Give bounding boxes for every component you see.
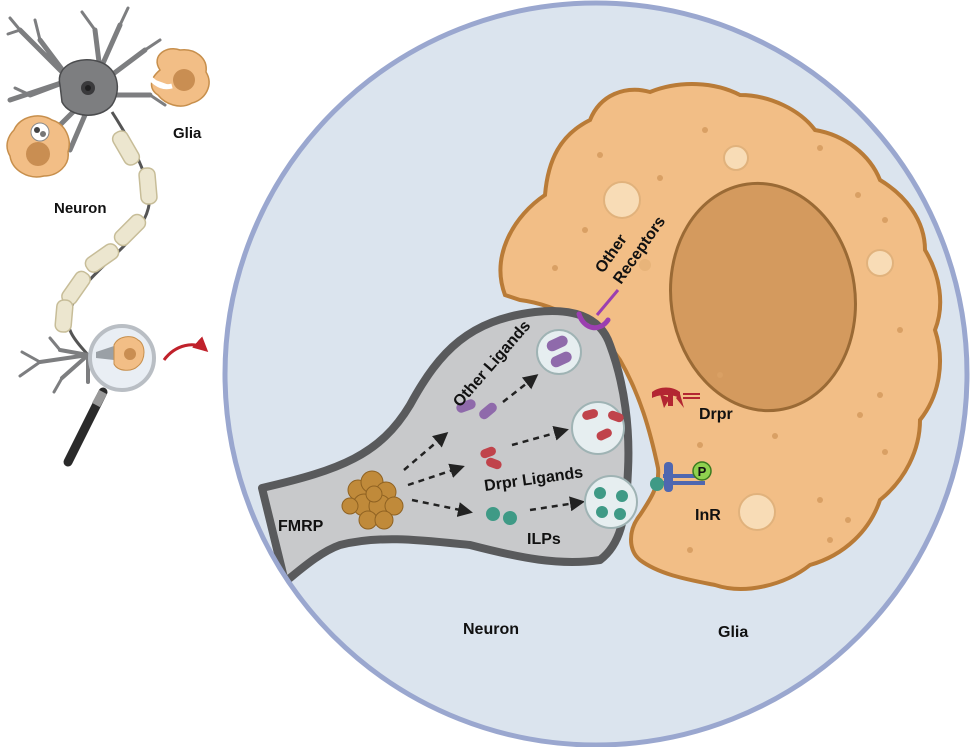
other-receptor-icon <box>576 289 620 331</box>
vesicle-drpr-ligands <box>571 401 625 455</box>
phospho-label: P <box>698 464 707 479</box>
overview-glia-label: Glia <box>173 125 202 142</box>
drpr-receptor-icon <box>652 387 700 408</box>
fmrp-protein-icon <box>341 470 404 530</box>
zoom-arrow-icon <box>162 336 209 361</box>
drpr-label: Drpr <box>699 406 733 423</box>
fmrp-label: FMRP <box>278 518 324 535</box>
neuron-axon <box>54 111 158 356</box>
ilps-label: ILPs <box>527 531 561 548</box>
inr-receptor-icon: P <box>650 461 712 492</box>
drpr-ligand-icon <box>480 446 502 470</box>
ilp-icon <box>486 507 517 525</box>
glia-cell <box>498 82 943 591</box>
vesicle-ilps <box>584 475 638 529</box>
other-ligand-icon <box>456 399 497 420</box>
overview-glia-top <box>148 48 210 107</box>
inset-glia-label: Glia <box>718 624 748 641</box>
signal-arrows <box>403 374 585 517</box>
inset-circle: FMRP <box>222 0 970 747</box>
magnifying-glass-icon <box>63 324 156 467</box>
overview-glia-bottom <box>6 115 70 178</box>
neuron-cell-body <box>6 6 167 153</box>
overview-neuron-label: Neuron <box>54 200 107 217</box>
inset-neuron-label: Neuron <box>463 621 519 638</box>
overview-panel: Glia Neuron <box>6 6 210 467</box>
inr-label: InR <box>695 507 721 524</box>
inset-circle-border <box>222 0 970 747</box>
vesicle-other-ligands <box>536 329 582 375</box>
neuron-terminal <box>18 336 114 394</box>
